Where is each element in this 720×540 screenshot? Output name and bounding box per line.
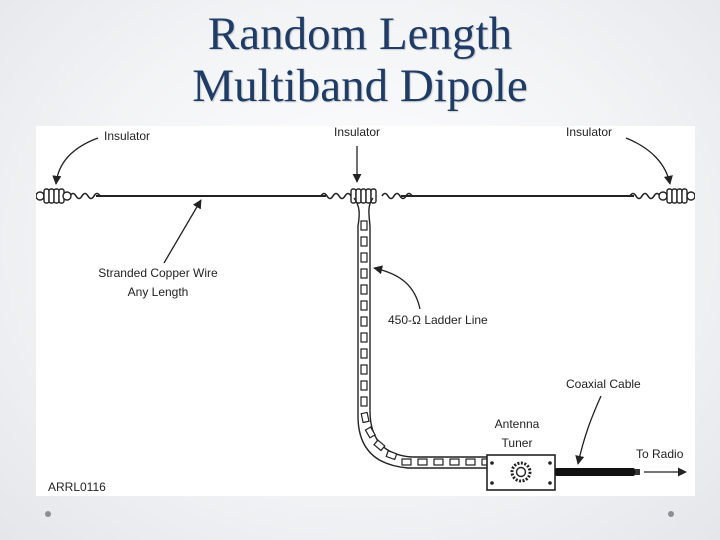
spring-right [629, 192, 661, 200]
label-tuner-line-1: Antenna [495, 417, 540, 431]
slide-bullet-left [45, 511, 51, 517]
arrow-stranded-wire [163, 199, 202, 264]
label-insulator-left: Insulator [104, 129, 150, 143]
label-insulator-right: Insulator [566, 126, 612, 139]
arrow-ladder-line [373, 265, 421, 310]
insulator-right-icon [658, 188, 695, 204]
label-ladder-line: 450-Ω Ladder Line [388, 313, 488, 327]
slide-bullet-right [668, 511, 674, 517]
spring-center-left [320, 192, 352, 200]
spring-center-right [381, 192, 413, 200]
label-coaxial-cable: Coaxial Cable [566, 377, 641, 391]
diagram-canvas: Insulator Insulator Insulator Stranded C… [36, 126, 695, 494]
label-wire-line-2: Any Length [128, 285, 189, 299]
slide-title: Random Length Multiband Dipole [0, 8, 720, 112]
slide-title-line-2: Multiband Dipole [192, 60, 528, 112]
slide-title-line-1: Random Length [207, 8, 513, 60]
coaxial-cable [555, 468, 635, 476]
ladder-line-spacers [360, 220, 492, 466]
ladder-line [353, 197, 491, 469]
label-insulator-center: Insulator [334, 126, 380, 139]
arrow-insulator-right [625, 137, 673, 185]
antenna-diagram: Insulator Insulator Insulator Stranded C… [36, 126, 695, 496]
arrow-insulator-left [52, 137, 99, 185]
label-tuner-line-2: Tuner [502, 436, 533, 450]
label-to-radio: To Radio [636, 447, 684, 461]
antenna-tuner [486, 454, 556, 491]
insulator-center-icon [350, 188, 377, 204]
figure-id: ARRL0116 [48, 480, 106, 494]
spring-left [69, 192, 101, 200]
arrow-coax [575, 395, 602, 465]
label-wire-line-1: Stranded Copper Wire [98, 266, 218, 280]
insulator-left-icon [36, 188, 72, 204]
